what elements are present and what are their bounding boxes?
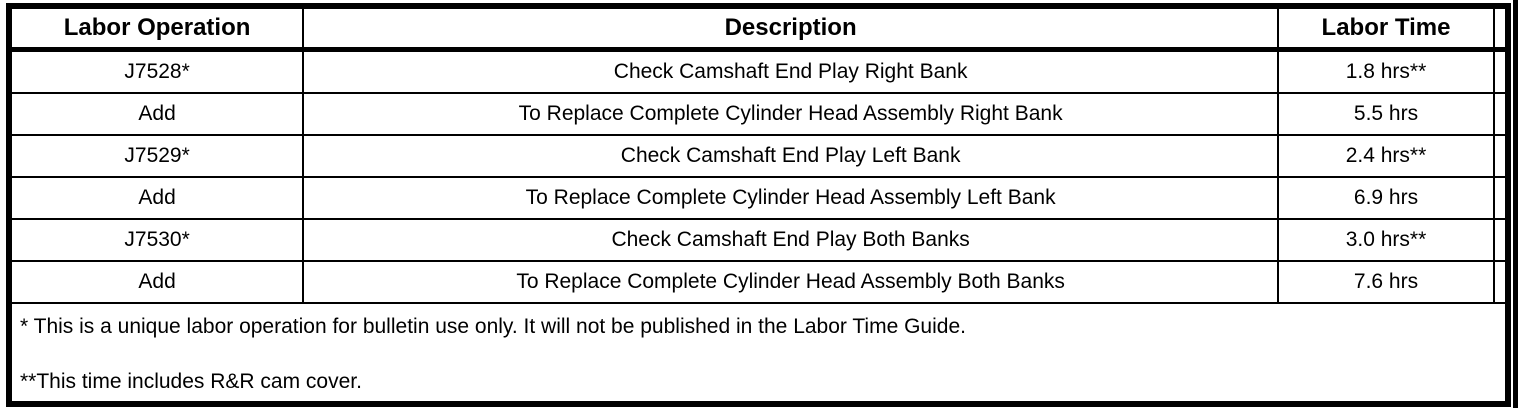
labor-time-cell: 7.6 hrs [1277, 260, 1495, 304]
footnote-unique-operation: * This is a unique labor operation for b… [20, 315, 966, 338]
blank-cell [1492, 134, 1510, 178]
col-header-description: Description [302, 5, 1280, 52]
blank-cell [1492, 92, 1510, 136]
labor-time-cell: 1.8 hrs** [1277, 48, 1495, 94]
footnotes-section: * This is a unique labor operation for b… [8, 302, 1509, 405]
page-edge-line [1513, 0, 1518, 408]
footnote-row: * This is a unique labor operation for b… [8, 302, 1509, 405]
table-row: Add To Replace Complete Cylinder Head As… [7, 92, 1510, 136]
description-cell: Check Camshaft End Play Left Bank [302, 134, 1280, 178]
labor-time-cell: 5.5 hrs [1277, 92, 1495, 136]
labor-time-cell: 3.0 hrs** [1277, 218, 1495, 262]
table-row: J7530* Check Camshaft End Play Both Bank… [7, 218, 1510, 262]
description-cell: Check Camshaft End Play Both Banks [302, 218, 1280, 262]
blank-cell [1492, 218, 1510, 262]
labor-time-cell: 6.9 hrs [1277, 176, 1495, 220]
labor-operation-cell: J7530* [7, 218, 305, 262]
table-row: Add To Replace Complete Cylinder Head As… [7, 260, 1510, 304]
blank-cell [1492, 48, 1510, 94]
table-row: J7529* Check Camshaft End Play Left Bank… [7, 134, 1510, 178]
footnote-rr-cam-cover: **This time includes R&R cam cover. [20, 370, 362, 393]
labor-operation-cell: J7529* [7, 134, 305, 178]
description-cell: Check Camshaft End Play Right Bank [302, 48, 1280, 94]
description-cell: To Replace Complete Cylinder Head Assemb… [302, 176, 1280, 220]
header-row: Labor Operation Description Labor Time [7, 5, 1510, 52]
col-header-labor-operation: Labor Operation [7, 5, 305, 52]
labor-time-table: Labor Operation Description Labor Time J… [6, 3, 1511, 407]
labor-operation-cell: Add [7, 92, 305, 136]
col-header-blank [1492, 5, 1510, 52]
labor-operation-cell: Add [7, 260, 305, 304]
blank-cell [1492, 260, 1510, 304]
labor-time-cell: 2.4 hrs** [1277, 134, 1495, 178]
table-row: J7528* Check Camshaft End Play Right Ban… [7, 48, 1510, 94]
description-cell: To Replace Complete Cylinder Head Assemb… [302, 260, 1280, 304]
table-row: Add To Replace Complete Cylinder Head As… [7, 176, 1510, 220]
labor-operation-cell: J7528* [7, 48, 305, 94]
blank-cell [1492, 176, 1510, 220]
description-cell: To Replace Complete Cylinder Head Assemb… [302, 92, 1280, 136]
labor-operation-cell: Add [7, 176, 305, 220]
col-header-labor-time: Labor Time [1277, 5, 1495, 52]
